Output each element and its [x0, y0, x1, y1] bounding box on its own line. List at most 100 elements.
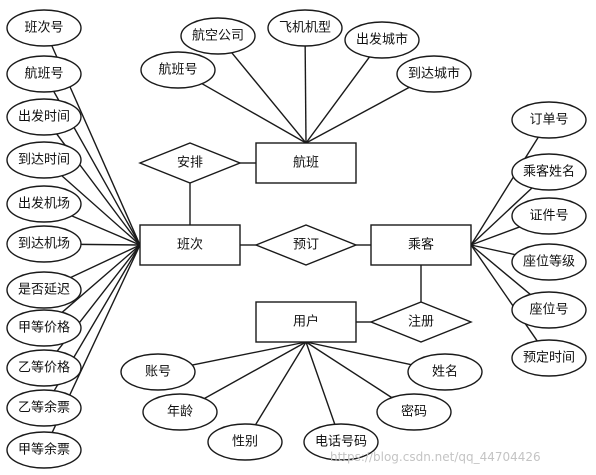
schedule-attribute-label: 甲等价格	[18, 320, 70, 336]
user-attribute-label: 性别	[232, 435, 258, 450]
passenger-attribute-label: 座位号	[529, 303, 568, 318]
edge-user-attr-3	[305, 341, 336, 425]
edge-user-attr-5	[305, 341, 412, 366]
schedule-attribute-ellipse	[6, 309, 82, 347]
passenger-attribute: 座位等级	[511, 243, 587, 281]
edge-flight-attr-0	[201, 83, 307, 144]
entity-passenger-box	[370, 224, 472, 266]
flight-attribute-label: 到达城市	[408, 66, 460, 82]
edge-passenger-attr-2	[470, 226, 520, 246]
schedule-attribute-label: 出发机场	[18, 196, 70, 212]
edge-user-attr-0	[192, 341, 307, 366]
user-attribute-ellipse	[120, 353, 196, 391]
passenger-attribute-ellipse	[511, 243, 587, 281]
passenger-attribute: 乘客姓名	[511, 153, 587, 191]
relationship-arrange-diamond	[138, 142, 242, 184]
user-attribute-ellipse	[407, 353, 483, 391]
edge-user-attr-2	[254, 341, 307, 426]
flight-attribute-label: 出发城市	[356, 32, 408, 48]
passenger-attribute-label: 证件号	[529, 209, 568, 224]
edge-passenger-attr-5	[470, 244, 538, 342]
relationship-register-label: 注册	[408, 315, 434, 330]
passenger-attribute-label: 预定时间	[523, 351, 575, 366]
edge-user-attr-1	[204, 341, 307, 400]
passenger-attribute: 座位号	[511, 291, 587, 329]
edge-flight-attr-4	[305, 86, 410, 144]
user-attribute: 姓名	[407, 353, 483, 391]
flight-attribute: 飞机机型	[267, 9, 343, 47]
passenger-attribute-ellipse	[511, 101, 587, 139]
relationship-book-diamond	[254, 224, 358, 266]
edge-schedule-attr-3	[61, 175, 141, 246]
nodes: 航班班次乘客用户安排预订注册航班号航空公司飞机机型出发城市到达城市班次号航班号出…	[6, 9, 587, 469]
user-attribute-ellipse	[207, 423, 283, 461]
entity-user: 用户	[255, 301, 357, 343]
schedule-attribute-ellipse	[6, 431, 82, 469]
schedule-attribute-label: 出发时间	[18, 109, 70, 125]
schedule-attribute-label: 班次号	[24, 20, 63, 36]
entity-schedule: 班次	[139, 224, 241, 266]
relationship-arrange-label: 安排	[177, 156, 203, 171]
edge-passenger-attr-3	[470, 244, 516, 256]
schedule-attribute-label: 乙等余票	[18, 400, 70, 416]
entity-user-box	[255, 301, 357, 343]
schedule-attribute-ellipse	[6, 225, 82, 263]
flight-attribute: 航班号	[140, 51, 216, 89]
flight-attribute-ellipse	[344, 21, 420, 59]
entity-passenger-label: 乘客	[408, 237, 434, 253]
schedule-attribute: 是否延迟	[6, 271, 82, 309]
schedule-attribute: 航班号	[6, 55, 82, 93]
passenger-attribute-ellipse	[511, 339, 587, 377]
flight-attribute-ellipse	[396, 55, 472, 93]
passenger-attribute-ellipse	[511, 197, 587, 235]
user-attribute: 账号	[120, 353, 196, 391]
edge-flight-attr-1	[231, 52, 307, 144]
entity-user-label: 用户	[293, 314, 319, 330]
schedule-attribute: 出发机场	[6, 185, 82, 223]
schedule-attribute-ellipse	[6, 98, 82, 136]
schedule-attribute: 甲等价格	[6, 309, 82, 347]
flight-attribute: 出发城市	[344, 21, 420, 59]
user-attribute-label: 姓名	[432, 364, 458, 380]
edge-schedule-attr-7	[61, 244, 141, 313]
flight-attribute-ellipse	[267, 9, 343, 47]
schedule-attribute-label: 到达时间	[18, 153, 70, 168]
passenger-attribute: 证件号	[511, 197, 587, 235]
edge-passenger-attr-0	[470, 136, 539, 246]
flight-attribute-label: 飞机机型	[279, 21, 331, 36]
entity-schedule-label: 班次	[177, 237, 203, 253]
entity-passenger: 乘客	[370, 224, 472, 266]
passenger-attribute-ellipse	[511, 153, 587, 191]
flight-attribute-ellipse	[180, 17, 256, 55]
relationship-register-diamond	[369, 301, 473, 343]
schedule-attribute: 乙等价格	[6, 349, 82, 387]
schedule-attribute: 乙等余票	[6, 389, 82, 427]
passenger-attribute-label: 订单号	[529, 113, 568, 128]
flight-attribute-label: 航空公司	[192, 28, 244, 44]
schedule-attribute-ellipse	[6, 389, 82, 427]
user-attribute: 性别	[207, 423, 283, 461]
relationship-register: 注册	[369, 301, 473, 343]
user-attribute-ellipse	[376, 393, 452, 431]
edge-flight-attr-3	[305, 56, 371, 144]
user-attribute-ellipse	[303, 423, 379, 461]
watermark: https://blog.csdn.net/qq_44704426	[330, 450, 541, 464]
schedule-attribute: 班次号	[6, 9, 82, 47]
passenger-attribute: 预定时间	[511, 339, 587, 377]
entity-flight: 航班	[255, 142, 357, 184]
passenger-attribute: 订单号	[511, 101, 587, 139]
schedule-attribute-ellipse	[6, 141, 82, 179]
passenger-attribute-label: 乘客姓名	[523, 164, 575, 180]
schedule-attribute-ellipse	[6, 349, 82, 387]
flight-attribute: 到达城市	[396, 55, 472, 93]
schedule-attribute-label: 到达机场	[18, 237, 70, 252]
schedule-attribute-label: 乙等价格	[18, 360, 70, 376]
edge-user-attr-4	[305, 341, 393, 399]
schedule-attribute: 到达时间	[6, 141, 82, 179]
user-attribute-label: 密码	[401, 404, 427, 420]
flight-attribute-ellipse	[140, 51, 216, 89]
relationship-arrange: 安排	[138, 142, 242, 184]
schedule-attribute: 出发时间	[6, 98, 82, 136]
passenger-attribute-label: 座位等级	[523, 254, 575, 270]
user-attribute: 电话号码	[303, 423, 379, 461]
